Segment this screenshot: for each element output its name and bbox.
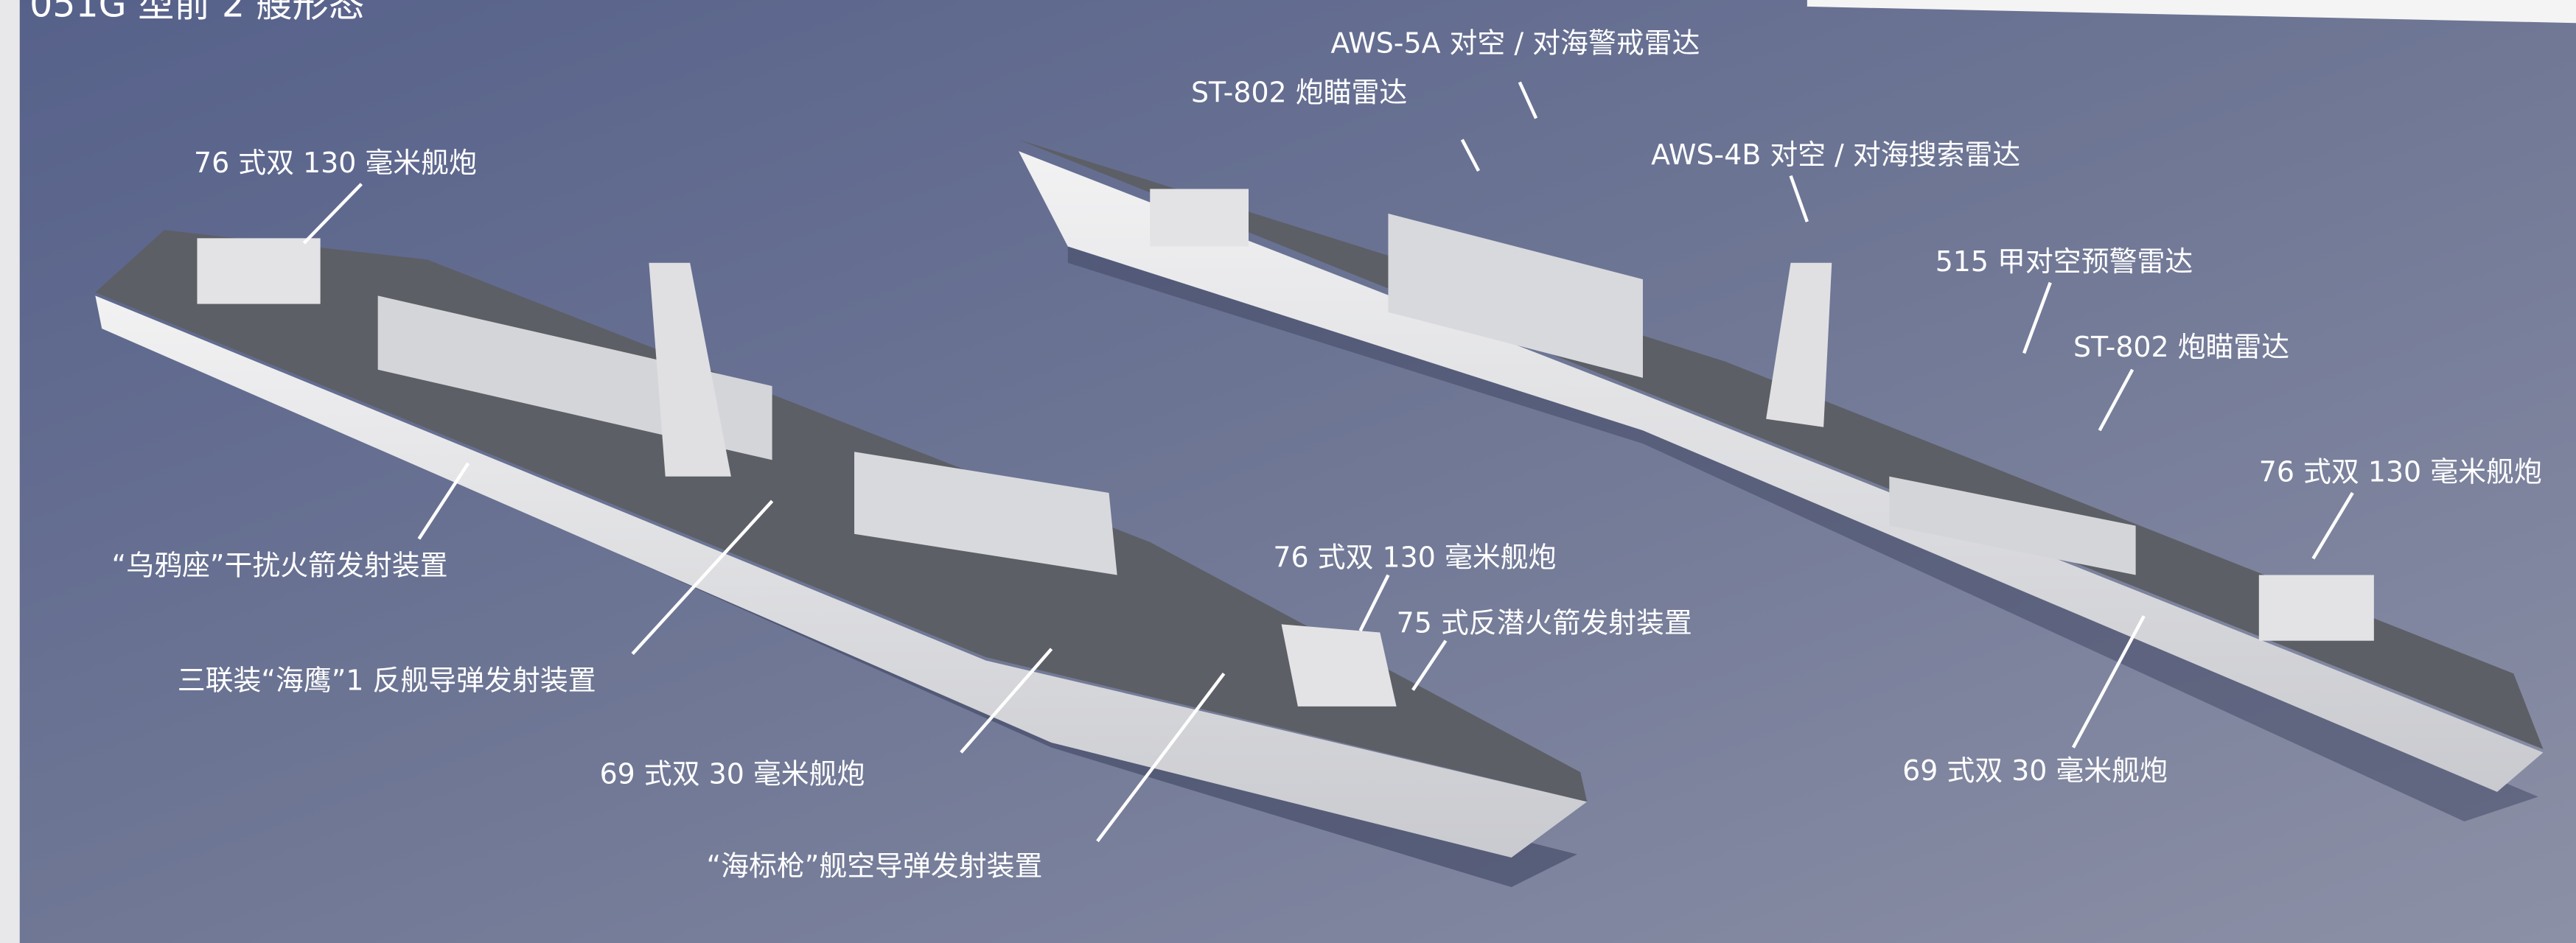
label-right-130mm-gun: 76 式双 130 毫米舰炮	[2259, 455, 2542, 488]
leader-line	[2071, 615, 2146, 749]
leader-line	[1518, 81, 1538, 119]
right-ship-fwd-turret	[1150, 189, 1249, 247]
label-seadart-launcher: “海标枪”舰空导弹发射装置	[706, 850, 1042, 883]
label-asw-rocket: 75 式反潜火箭发射装置	[1397, 607, 1692, 639]
label-left-30mm-gun: 69 式双 30 毫米舰炮	[600, 758, 865, 790]
left-ship-bow-turret	[1281, 624, 1397, 707]
page-edge	[0, 0, 20, 943]
label-aws4b-radar: AWS-4B 对空 / 对海搜索雷达	[1651, 139, 2020, 171]
leader-line	[1411, 639, 1448, 691]
label-left-130mm-gun-aft: 76 式双 130 毫米舰炮	[194, 147, 477, 179]
label-st802-radar-aft: ST-802 炮瞄雷达	[2073, 331, 2289, 363]
left-ship	[95, 230, 1588, 888]
label-right-30mm-gun: 69 式双 30 毫米舰炮	[1902, 754, 2168, 787]
label-st802-radar-fwd: ST-802 炮瞄雷达	[1191, 76, 1407, 108]
leader-line	[1460, 139, 1481, 172]
leader-line	[631, 499, 774, 656]
label-515a-radar: 515 甲对空预警雷达	[1936, 245, 2193, 278]
leader-line	[417, 462, 470, 540]
left-ship-turret	[197, 238, 321, 304]
right-ship	[1018, 139, 2544, 821]
right-ship-mast	[1766, 262, 1832, 427]
label-aws5a-radar: AWS-5A 对空 / 对海警戒雷达	[1330, 27, 1700, 59]
left-ship-hull	[95, 295, 1588, 858]
leader-line	[2098, 368, 2135, 432]
leader-line	[1096, 672, 1226, 843]
page-title: 051G 型前 2 艘形态	[29, 0, 365, 25]
page-edge-top	[1807, 0, 2576, 24]
right-ship-aft-turret	[2258, 575, 2374, 641]
leader-line	[2311, 491, 2354, 560]
label-left-130mm-gun-fwd: 76 式双 130 毫米舰炮	[1273, 541, 1556, 573]
label-corvus-launcher: “乌鸦座”干扰火箭发射装置	[112, 549, 448, 581]
leader-line	[1358, 574, 1390, 632]
right-ship-shadow	[1067, 246, 2538, 821]
left-ship-mast	[649, 262, 731, 477]
leader-line	[960, 648, 1053, 754]
label-hy1-launcher: 三联装“海鹰”1 反舰导弹发射装置	[178, 665, 596, 697]
left-ship-bridge	[854, 452, 1117, 575]
right-ship-superstructure	[1889, 476, 2136, 575]
leader-line	[1789, 175, 1809, 222]
leader-line	[2022, 281, 2052, 354]
leader-line	[302, 183, 363, 245]
right-ship-bridge	[1388, 213, 1643, 378]
